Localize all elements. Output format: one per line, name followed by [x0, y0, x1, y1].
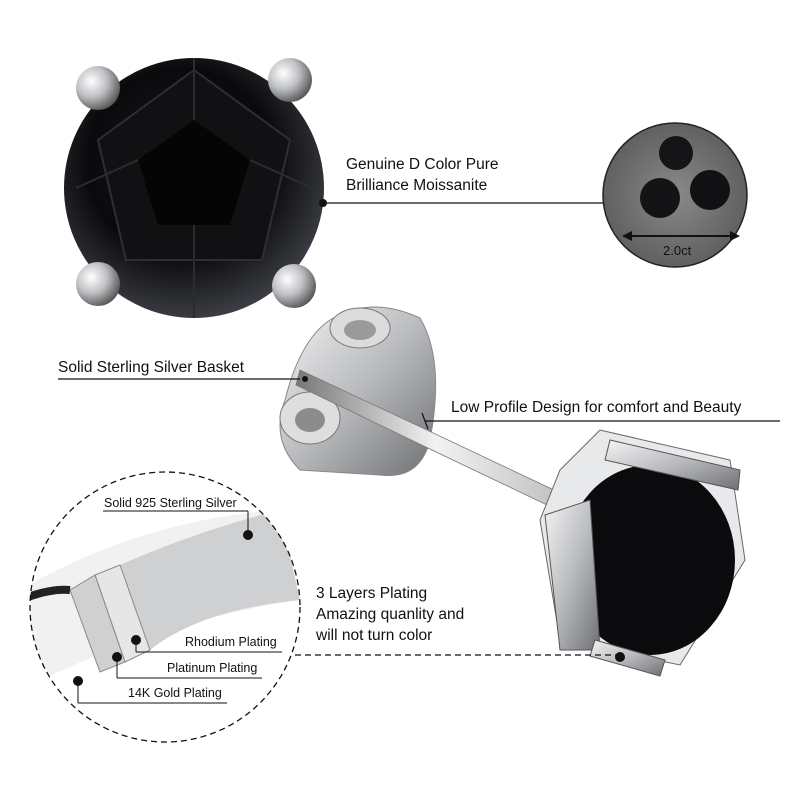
low-profile-label: Low Profile Design for comfort and Beaut… — [451, 399, 742, 416]
stone-label-line2: Brilliance Moissanite — [346, 177, 488, 194]
plating-label-line1: 3 Layers Plating — [316, 585, 428, 602]
plating-cross-section — [29, 471, 301, 743]
plating-label-line2: Amazing quanlity and — [316, 606, 465, 623]
loose-stones-image — [602, 122, 748, 268]
carat-label: 2.0ct — [663, 243, 692, 258]
stone-label-line1: Genuine D Color Pure — [346, 156, 499, 173]
basket-label: Solid Sterling Silver Basket — [58, 359, 245, 376]
earring-side-view — [279, 306, 746, 677]
gold-label: 14K Gold Plating — [128, 686, 222, 700]
plating-label-line3: will not turn color — [316, 627, 433, 644]
top-gem-view — [64, 58, 324, 318]
rhodium-label: Rhodium Plating — [185, 635, 277, 649]
platinum-label: Platinum Plating — [167, 661, 258, 675]
silver-core-label: Solid 925 Sterling Silver — [104, 496, 237, 510]
